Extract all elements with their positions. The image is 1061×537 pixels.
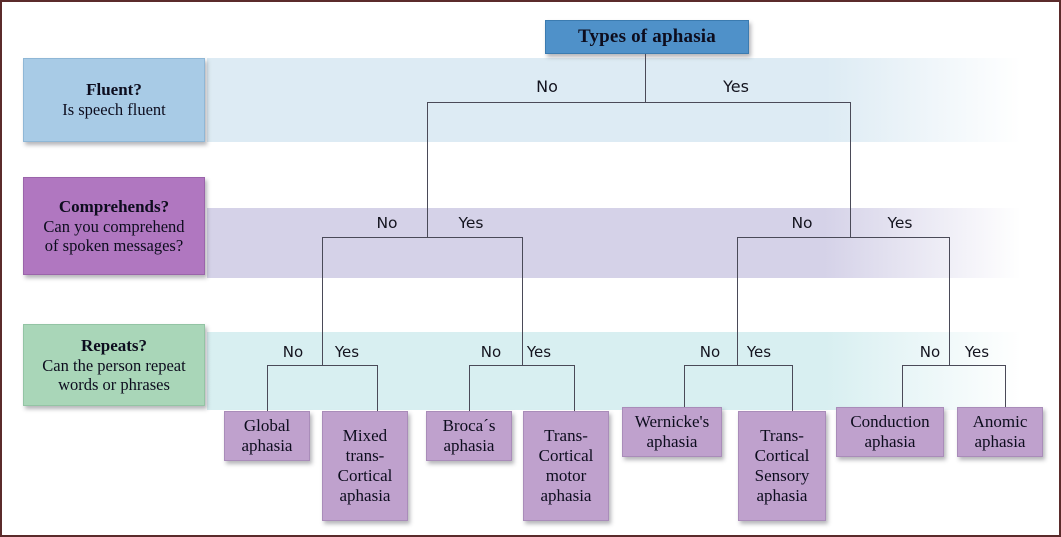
branch-label-repeats-d-no: No [919, 343, 941, 361]
leaf-line: Mixed [342, 425, 388, 445]
leaf-line: aphasia [756, 486, 808, 506]
connector-root-stem [645, 54, 646, 102]
question-subtitle-comprehends-line2: of spoken messages? [44, 236, 184, 256]
leaf-line: Cortical [337, 466, 393, 485]
connector-level3-c-bar [684, 365, 792, 366]
connector-level1-bar [427, 102, 851, 103]
leaf-line: aphasia [540, 486, 592, 506]
leaf-node-global-aphasia[interactable]: Global aphasia [224, 411, 310, 461]
leaf-line: Cortical [538, 445, 594, 465]
leaf-line: Global [243, 415, 291, 435]
connector-level3-d-bar [902, 365, 1005, 366]
branch-label-comprehends-left-yes: Yes [458, 214, 484, 232]
leaf-node-wernickes-aphasia[interactable]: Wernicke's aphasia [622, 407, 722, 457]
connector-leaf-tc-sensory-drop [792, 365, 793, 411]
leaf-node-mixed-transcortical-aphasia[interactable]: Mixed trans- Cortical aphasia [322, 411, 408, 521]
connector-level3-a-bar [267, 365, 377, 366]
connector-level2-right-bar [737, 237, 949, 238]
leaf-line: Broca´s [442, 415, 496, 435]
leaf-line: aphasia [864, 432, 916, 451]
leaf-line: trans- [345, 445, 385, 465]
leaf-line: aphasia [241, 436, 293, 455]
branch-label-comprehends-right-yes: Yes [887, 214, 913, 232]
leaf-line: Wernicke's [634, 411, 710, 431]
question-subtitle-comprehends-line1: Can you comprehend [43, 216, 185, 236]
branch-label-repeats-b-no: No [480, 343, 502, 361]
connector-level1-left-drop [427, 102, 428, 237]
leaf-line: aphasia [974, 432, 1026, 451]
branch-label-fluent-yes: Yes [723, 77, 749, 96]
question-subtitle-repeats-line2: words or phrases [58, 375, 170, 395]
question-subtitle-fluent: Is speech fluent [62, 100, 166, 120]
question-title-fluent: Fluent? [86, 80, 142, 100]
leaf-line: Conduction [850, 411, 930, 431]
branch-label-repeats-c-yes: Yes [746, 343, 772, 361]
root-node-types-of-aphasia[interactable]: Types of aphasia [545, 20, 749, 54]
branch-label-repeats-a-no: No [282, 343, 304, 361]
leaf-line: Sensory [754, 466, 810, 485]
question-title-repeats: Repeats? [80, 335, 148, 355]
connector-level2-left-no-drop [322, 237, 323, 365]
branch-label-comprehends-right-no: No [791, 214, 813, 232]
branch-label-comprehends-left-no: No [376, 214, 398, 232]
connector-leaf-wernicke-drop [684, 365, 685, 411]
leaf-node-transcortical-sensory-aphasia[interactable]: Trans- Cortical Sensory aphasia [738, 411, 826, 521]
connector-level3-b-bar [469, 365, 574, 366]
root-node-label: Types of aphasia [578, 25, 716, 47]
leaf-node-conduction-aphasia[interactable]: Conduction aphasia [836, 407, 944, 457]
band-repeats [207, 332, 1021, 410]
leaf-node-transcortical-motor-aphasia[interactable]: Trans- Cortical motor aphasia [523, 411, 609, 521]
leaf-line: Cortical [754, 445, 810, 465]
connector-level2-right-yes-drop [949, 237, 950, 365]
connector-level1-right-drop [850, 102, 851, 237]
connector-leaf-anomic-drop [1005, 365, 1006, 411]
branch-label-repeats-b-yes: Yes [526, 343, 552, 361]
leaf-line: aphasia [443, 436, 495, 455]
branch-label-repeats-a-yes: Yes [334, 343, 360, 361]
connector-leaf-mixed-tc-drop [377, 365, 378, 411]
connector-leaf-global-drop [267, 365, 268, 411]
leaf-node-brocas-aphasia[interactable]: Broca´s aphasia [426, 411, 512, 461]
connector-leaf-broca-drop [469, 365, 470, 411]
branch-label-repeats-d-yes: Yes [964, 343, 990, 361]
connector-level2-left-bar [322, 237, 522, 238]
connector-leaf-tc-motor-drop [574, 365, 575, 411]
leaf-line: Trans- [544, 425, 588, 445]
branch-label-repeats-c-no: No [699, 343, 721, 361]
branch-label-fluent-no: No [536, 77, 558, 96]
connector-level2-left-yes-drop [522, 237, 523, 365]
question-box-repeats[interactable]: Repeats? Can the person repeat words or … [23, 324, 205, 406]
question-box-fluent[interactable]: Fluent? Is speech fluent [23, 58, 205, 142]
leaf-line: aphasia [646, 432, 698, 451]
connector-leaf-conduction-drop [902, 365, 903, 411]
leaf-line: Anomic [972, 411, 1028, 431]
question-subtitle-repeats-line1: Can the person repeat [42, 355, 186, 375]
question-title-comprehends: Comprehends? [58, 196, 170, 216]
leaf-line: motor [545, 466, 587, 485]
band-fluent [207, 58, 1021, 142]
leaf-line: aphasia [339, 486, 391, 506]
leaf-node-anomic-aphasia[interactable]: Anomic aphasia [957, 407, 1043, 457]
connector-level2-right-no-drop [737, 237, 738, 365]
leaf-line: Trans- [760, 425, 804, 445]
question-box-comprehends[interactable]: Comprehends? Can you comprehend of spoke… [23, 177, 205, 275]
